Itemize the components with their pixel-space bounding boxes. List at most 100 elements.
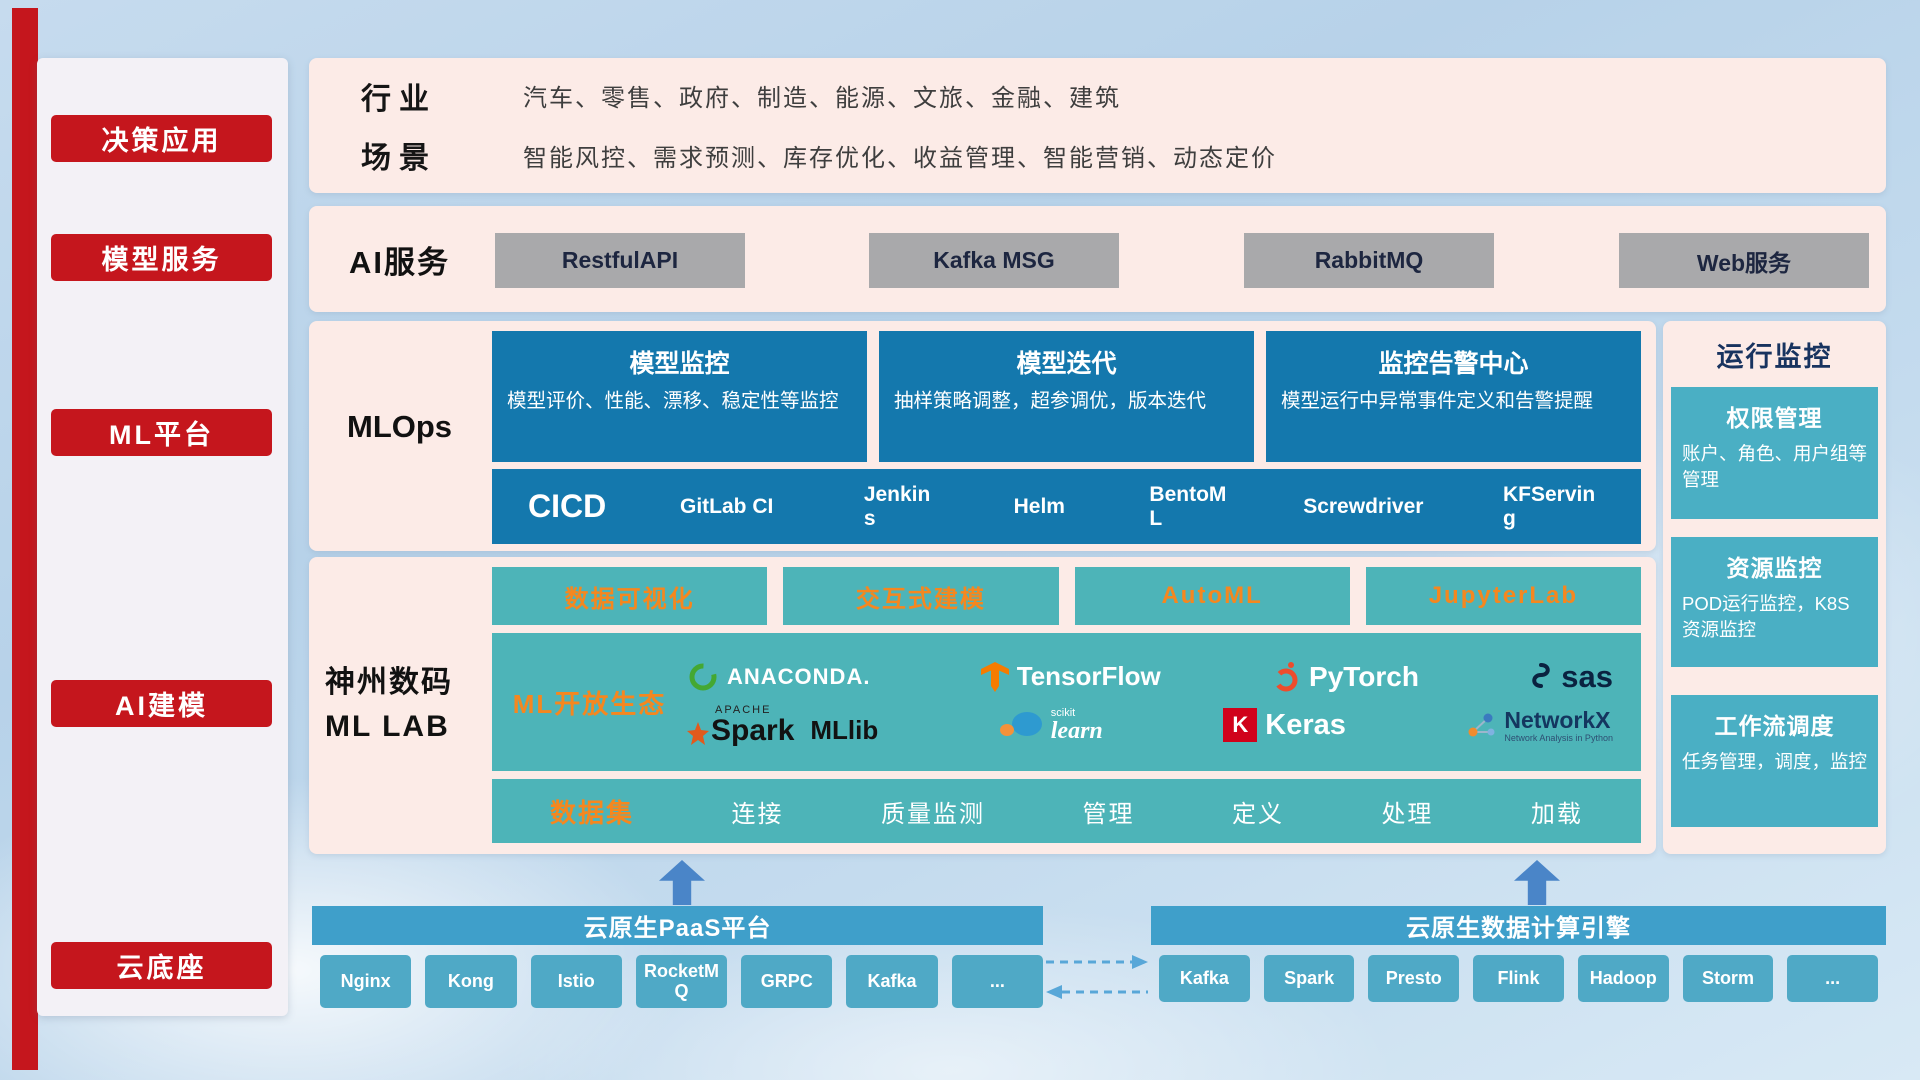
cicd-item-helm: Helm bbox=[1013, 494, 1065, 518]
dataset-item-manage: 管理 bbox=[1082, 800, 1135, 828]
card-desc: 任务管理，调度，监控 bbox=[1682, 751, 1868, 772]
engine-tech-row: Kafka Spark Presto Flink Hadoop Storm ..… bbox=[1159, 955, 1879, 1002]
dataset-label: 数据集 bbox=[550, 797, 635, 828]
spark-text: Spark bbox=[711, 713, 795, 747]
logo-row-2: APACHE Spark MLlib bbox=[687, 703, 1613, 747]
scenario-value: 智能风控、需求预测、库存优化、收益管理、智能营销、动态定价 bbox=[523, 144, 1277, 172]
sas-icon bbox=[1532, 662, 1550, 688]
anaconda-text: ANACONDA. bbox=[727, 663, 871, 689]
ml-ecosystem-label: ML开放生态 bbox=[512, 688, 667, 719]
logo-row-1: ANACONDA. TensorFlow PyTorch bbox=[687, 659, 1613, 695]
card-desc: 账户、角色、用户组等管理 bbox=[1682, 443, 1868, 490]
category-sidebar: 决策应用 模型服务 ML平台 AI建模 云底座 bbox=[37, 58, 288, 1016]
dataset-item-load: 加载 bbox=[1530, 800, 1583, 828]
model-monitoring-card: 模型监控 模型评价、性能、漂移、稳定性等监控 bbox=[492, 331, 867, 462]
ml-lab-panel: 神州数码 ML LAB 数据可视化 交互式建模 AutoML JupyterLa… bbox=[309, 557, 1656, 854]
tensorflow-icon bbox=[980, 661, 1009, 692]
networkx-icon bbox=[1468, 713, 1495, 737]
pytorch-logo: PyTorch bbox=[1271, 661, 1419, 693]
industry-scenario-panel: 行业 汽车、零售、政府、制造、能源、文旅、金融、建筑 场景 智能风控、需求预测、… bbox=[309, 58, 1886, 193]
dataset-bar: 数据集 连接 质量监测 管理 定义 处理 加载 bbox=[492, 779, 1641, 843]
dataset-item-connect: 连接 bbox=[731, 800, 784, 828]
tensorflow-text: TensorFlow bbox=[1016, 661, 1161, 691]
data-visualization-button[interactable]: 数据可视化 bbox=[492, 567, 768, 625]
spark-button[interactable]: Spark bbox=[1263, 955, 1355, 1002]
card-title: 模型迭代 bbox=[1016, 350, 1117, 378]
ml-lab-label: 神州数码 ML LAB bbox=[325, 661, 490, 748]
ai-service-panel: AI服务 RestfulAPI Kafka MSG RabbitMQ Web服务 bbox=[309, 206, 1886, 312]
sidebar-item-decision-apps[interactable]: 决策应用 bbox=[51, 115, 272, 162]
dataset-item-quality: 质量监测 bbox=[880, 800, 985, 828]
kafka-msg-button[interactable]: Kafka MSG bbox=[869, 233, 1119, 288]
spark-star-icon bbox=[687, 721, 709, 745]
left-accent-bar bbox=[12, 8, 38, 1070]
automl-button[interactable]: AutoML bbox=[1074, 567, 1350, 625]
anaconda-icon bbox=[689, 663, 717, 690]
grpc-button[interactable]: GRPC bbox=[741, 955, 833, 1008]
model-iteration-card: 模型迭代 抽样策略调整，超参调优，版本迭代 bbox=[879, 331, 1254, 462]
pytorch-icon bbox=[1274, 661, 1298, 691]
industry-value: 汽车、零售、政府、制造、能源、文旅、金融、建筑 bbox=[523, 85, 1121, 113]
resource-monitoring-card: 资源监控 POD运行监控，K8S资源监控 bbox=[1671, 537, 1878, 667]
scikit-learn-text: learn bbox=[1050, 717, 1103, 744]
spark-logo: APACHE Spark bbox=[687, 703, 795, 747]
runtime-monitoring-title: 运行监控 bbox=[1716, 342, 1833, 372]
card-desc: 模型评价、性能、漂移、稳定性等监控 bbox=[507, 390, 839, 412]
card-title: 监控告警中心 bbox=[1378, 350, 1529, 378]
more-button[interactable]: ... bbox=[951, 955, 1043, 1008]
sidebar-item-ai-modeling[interactable]: AI建模 bbox=[51, 680, 272, 727]
card-desc: 抽样策略调整，超参调优，版本迭代 bbox=[894, 390, 1207, 412]
keras-text: Keras bbox=[1265, 708, 1346, 741]
cicd-label: CICD bbox=[528, 488, 607, 524]
kong-button[interactable]: Kong bbox=[425, 955, 517, 1008]
mlops-cards: 模型监控 模型评价、性能、漂移、稳定性等监控 模型迭代 抽样策略调整，超参调优，… bbox=[492, 331, 1641, 462]
permission-management-card: 权限管理 账户、角色、用户组等管理 bbox=[1671, 387, 1878, 519]
cicd-item-gitlab-ci: GitLab CI bbox=[680, 494, 774, 518]
industry-row: 行业 汽车、零售、政府、制造、能源、文旅、金融、建筑 bbox=[361, 74, 1886, 118]
sidebar-item-model-service[interactable]: 模型服务 bbox=[51, 234, 272, 281]
flink-button[interactable]: Flink bbox=[1473, 955, 1564, 1002]
storm-button[interactable]: Storm bbox=[1682, 955, 1774, 1002]
mlops-label: MLOps bbox=[347, 409, 453, 444]
more-engine-button[interactable]: ... bbox=[1787, 955, 1879, 1002]
nginx-button[interactable]: Nginx bbox=[320, 955, 412, 1008]
sidebar-item-cloud-base[interactable]: 云底座 bbox=[51, 942, 272, 989]
rocketmq-button[interactable]: RocketMQ bbox=[635, 955, 728, 1008]
data-engine-header: 云原生数据计算引擎 bbox=[1151, 906, 1886, 945]
sidebar-item-ml-platform[interactable]: ML平台 bbox=[51, 409, 272, 456]
card-title: 工作流调度 bbox=[1714, 713, 1835, 739]
networkx-sub-text: Network Analysis in Python bbox=[1504, 733, 1613, 744]
bidirectional-dashed-arrows bbox=[1046, 955, 1148, 999]
paas-tech-row: Nginx Kong Istio RocketMQ GRPC Kafka ... bbox=[320, 955, 1043, 1008]
presto-button[interactable]: Presto bbox=[1368, 955, 1460, 1002]
spark-mllib-logo: APACHE Spark MLlib bbox=[687, 703, 878, 747]
sas-logo: sas bbox=[1529, 659, 1613, 695]
scikit-top-text: scikit bbox=[1050, 706, 1076, 719]
card-title: 权限管理 bbox=[1726, 405, 1823, 431]
apache-text: APACHE bbox=[715, 703, 772, 716]
runtime-monitoring-panel: 运行监控 权限管理 账户、角色、用户组等管理 资源监控 POD运行监控，K8S资… bbox=[1663, 321, 1886, 854]
ml-lab-label-line2: ML LAB bbox=[325, 709, 450, 743]
scenario-label: 场景 bbox=[361, 142, 437, 176]
rabbitmq-button[interactable]: RabbitMQ bbox=[1244, 233, 1494, 288]
dataset-item-process: 处理 bbox=[1381, 800, 1434, 828]
sas-text: sas bbox=[1561, 658, 1613, 694]
kafka-engine-button[interactable]: Kafka bbox=[1159, 955, 1250, 1002]
networkx-text: NetworkX bbox=[1504, 706, 1611, 733]
cicd-item-kfserving: KFServing bbox=[1503, 483, 1596, 530]
istio-button[interactable]: Istio bbox=[530, 955, 622, 1008]
web-service-button[interactable]: Web服务 bbox=[1619, 233, 1869, 288]
jupyterlab-button[interactable]: JupyterLab bbox=[1365, 567, 1641, 625]
anaconda-logo: ANACONDA. bbox=[687, 661, 870, 693]
ml-ecosystem-panel: ML开放生态 ANACONDA. TensorFlow bbox=[492, 633, 1641, 771]
hadoop-button[interactable]: Hadoop bbox=[1577, 955, 1669, 1002]
tensorflow-logo: TensorFlow bbox=[980, 661, 1161, 692]
ecosystem-logos: ANACONDA. TensorFlow PyTorch bbox=[687, 659, 1641, 746]
modeling-tools-row: 数据可视化 交互式建模 AutoML JupyterLab bbox=[492, 567, 1641, 625]
kafka-button[interactable]: Kafka bbox=[846, 955, 938, 1008]
card-desc: 模型运行中异常事件定义和告警提醒 bbox=[1281, 390, 1594, 412]
restfulapi-button[interactable]: RestfulAPI bbox=[495, 233, 745, 288]
keras-logo: K Keras bbox=[1223, 708, 1346, 742]
interactive-modeling-button[interactable]: 交互式建模 bbox=[783, 567, 1059, 625]
workflow-scheduling-card: 工作流调度 任务管理，调度，监控 bbox=[1671, 695, 1878, 827]
